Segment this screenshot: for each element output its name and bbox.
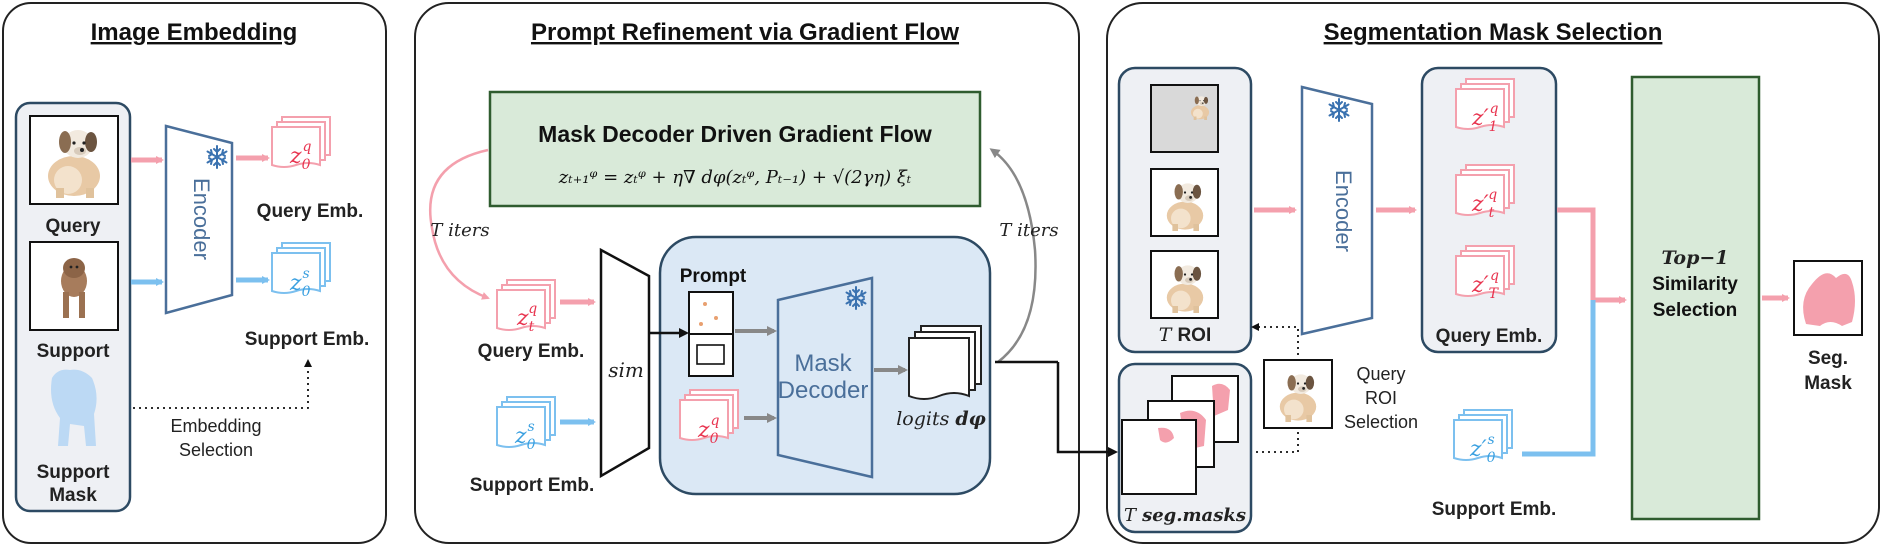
zs-symbol: z′0s bbox=[1469, 432, 1496, 466]
sim-label: sim bbox=[608, 358, 644, 382]
mask-decoder-label-2: Decoder bbox=[778, 377, 869, 404]
gradient-flow-equation: zₜ₊₁ᵠ = zₜᵠ + η∇ dφ(zₜᵠ, Pₜ₋₁) + √(2γη) … bbox=[558, 167, 912, 188]
z0q-symbol-2: z0q bbox=[697, 413, 720, 447]
support-mask-label-1: Support bbox=[37, 462, 110, 483]
zt-symbol-2: z′tq bbox=[1471, 187, 1497, 221]
logits-stack bbox=[908, 325, 982, 400]
topk-label-1: Top−1 bbox=[1661, 247, 1728, 269]
encoder-1 bbox=[164, 124, 234, 315]
z0s-symbol: z0s bbox=[289, 266, 311, 300]
encoder-2-label: Encoder bbox=[1331, 170, 1356, 252]
query-label: Query bbox=[46, 216, 101, 237]
support-emb-label-1: Support Emb. bbox=[245, 329, 370, 350]
zT-symbol: z′Tq bbox=[1471, 268, 1500, 302]
support-emb-label-3: Support Emb. bbox=[1432, 499, 1557, 520]
image-embedding-title: Image Embedding bbox=[91, 19, 298, 46]
t-iters-left: T iters bbox=[430, 220, 489, 241]
z0q-symbol: z0q bbox=[289, 139, 312, 173]
gradient-flow-box bbox=[488, 90, 982, 208]
mask-decoder-label-1: Mask bbox=[794, 350, 852, 377]
zt-symbol: ztq bbox=[516, 301, 537, 335]
seg-mask-label-1: Seg. bbox=[1808, 348, 1848, 369]
query-emb-label-2: Query Emb. bbox=[478, 341, 585, 362]
query-emb-label-3: Query Emb. bbox=[1436, 326, 1543, 347]
mask-decoder bbox=[776, 276, 874, 479]
support-emb-label-2: Support Emb. bbox=[470, 475, 595, 496]
query-roi-label-2: ROI bbox=[1365, 388, 1397, 408]
topk-label-3: Selection bbox=[1653, 300, 1737, 321]
gradient-flow-title: Mask Decoder Driven Gradient Flow bbox=[538, 121, 932, 147]
prompt-label: Prompt bbox=[680, 266, 747, 287]
encoder-2 bbox=[1300, 85, 1374, 336]
topk-label-2: Similarity bbox=[1652, 274, 1738, 295]
query-roi-label-1: Query bbox=[1356, 364, 1405, 384]
topk-selection-box bbox=[1630, 75, 1761, 521]
mask-selection-title: Segmentation Mask Selection bbox=[1324, 19, 1663, 46]
poodle-photo bbox=[61, 258, 87, 318]
z1-symbol: z′1q bbox=[1471, 101, 1499, 135]
embedding-selection-label-1: Embedding bbox=[170, 416, 261, 436]
embedding-selection-label-2: Selection bbox=[179, 440, 253, 460]
sim-block bbox=[599, 247, 651, 479]
seg-mask-label-2: Mask bbox=[1804, 373, 1852, 394]
encoder-1-label: Encoder bbox=[189, 178, 214, 260]
support-mask-label-2: Mask bbox=[49, 485, 97, 506]
prompt-refinement-title: Prompt Refinement via Gradient Flow bbox=[531, 19, 959, 46]
support-mask-image bbox=[51, 369, 97, 446]
query-emb-label-1: Query Emb. bbox=[257, 201, 364, 222]
support-label: Support bbox=[37, 341, 110, 362]
z0s-symbol-2: z0s bbox=[514, 419, 536, 453]
query-roi-label-3: Selection bbox=[1344, 412, 1418, 432]
t-iters-right: T iters bbox=[999, 220, 1058, 241]
